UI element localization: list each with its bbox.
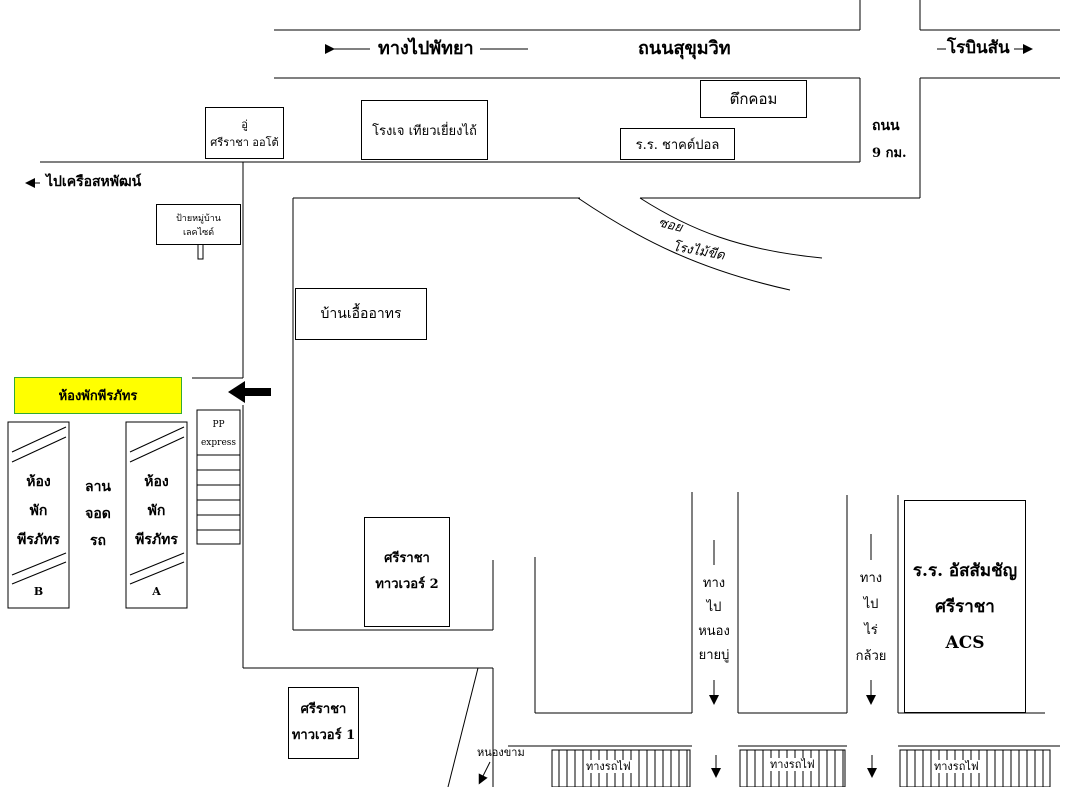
sriracha-tower-2-box: ศรีราชาทาวเวอร์ 2 bbox=[364, 517, 450, 627]
robinson-label: โรบินสัน bbox=[947, 38, 1010, 58]
to-krueasahaphat-label: ไปเครือสหพัฒน์ bbox=[46, 174, 142, 190]
building-b-label: ห้องพักพีรภัทร bbox=[17, 474, 60, 548]
sukhumvit-road-label: ถนนสุขุมวิท bbox=[638, 38, 731, 59]
parking-label: ลานจอดรถ bbox=[84, 479, 111, 549]
road-9km-label-1: ถนน bbox=[872, 118, 900, 134]
chanpol-school-box: ร.ร. ชาคต์ปอล bbox=[620, 128, 735, 160]
to-nongkham-label: หนองขาม bbox=[477, 746, 525, 759]
railway-block-2 bbox=[739, 749, 846, 787]
to-nong-yai-bu-label: ทางไปหนองยายบู่ bbox=[698, 576, 730, 663]
to-rai-kluai-label: ทางไปไร่กล้วย bbox=[855, 571, 887, 664]
railway-block-1 bbox=[551, 749, 691, 787]
building-b-tag: B bbox=[33, 585, 44, 598]
railway-crossing-label-2: ทางรถไฟ bbox=[768, 758, 817, 772]
building-a-tag: A bbox=[152, 585, 161, 598]
to-pattaya-label: ทางไปพัทยา bbox=[378, 38, 474, 59]
railway-crossing-label-3: ทางรถไฟ bbox=[932, 760, 981, 774]
building-a-label: ห้องพักพีรภัทร bbox=[135, 474, 178, 548]
garage-sriracha-auto: อู่ศรีราชา ออโต้ bbox=[205, 107, 284, 159]
restaurant-box: โรงเจ เทียวเยี่ยงไถ้ bbox=[361, 100, 488, 160]
village-sign-box: ป้ายหมู่บ้านเลคไซด์ bbox=[156, 204, 241, 245]
road-9km-label-2: 9 กม. bbox=[872, 146, 907, 161]
sriracha-tower-1-box: ศรีราชาทาวเวอร์ 1 bbox=[288, 687, 359, 759]
baan-uea-athon-box: บ้านเอื้ออาทร bbox=[295, 288, 427, 340]
railway-crossing-label-1: ทางรถไฟ bbox=[584, 760, 633, 774]
main-building-highlight: ห้องพักพีรภัทร bbox=[14, 377, 182, 414]
tuek-kom-box: ตึกคอม bbox=[700, 80, 807, 118]
railway-block-3 bbox=[899, 749, 1051, 787]
entrance-arrow-icon bbox=[228, 381, 271, 403]
